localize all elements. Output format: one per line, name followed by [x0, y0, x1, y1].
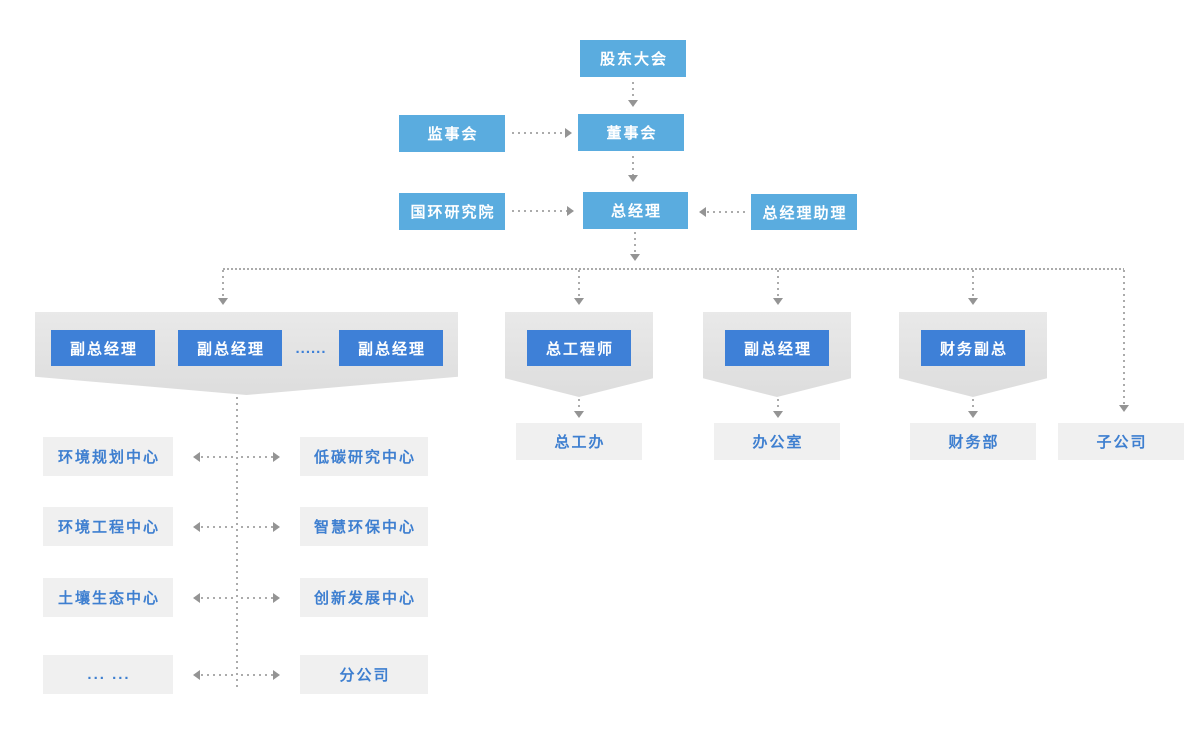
dropper-deputy-admin	[777, 270, 779, 299]
row4-left-connector	[201, 674, 233, 676]
connector-supervisory-board	[512, 132, 565, 134]
connector-gm-distribution	[634, 232, 636, 255]
row3-left-connector	[201, 597, 233, 599]
arrowhead-left-icon	[193, 522, 200, 532]
node-board-of-directors: 董事会	[578, 114, 684, 151]
node-general-manager: 总经理	[583, 192, 688, 229]
arrowhead-left-icon	[193, 452, 200, 462]
banner-chief-engineer: 总工程师	[505, 312, 653, 397]
row4-right-connector	[241, 674, 273, 676]
arrowhead-down-icon	[628, 100, 638, 107]
node-subsidiary: 子公司	[1058, 423, 1184, 460]
row2-left-connector	[201, 526, 233, 528]
node-dept-env-engineering: 环境工程中心	[43, 507, 173, 546]
arrowhead-down-icon	[218, 298, 228, 305]
node-shareholders-meeting: 股东大会	[580, 40, 686, 77]
dropper-subsidiary	[1123, 270, 1125, 406]
node-finance-dept: 财务部	[910, 423, 1036, 460]
dropper-chief-engineer	[578, 270, 580, 299]
deputy-ellipsis: ......	[295, 339, 327, 357]
arrowhead-right-icon	[565, 128, 572, 138]
row2-right-connector	[241, 526, 273, 528]
arrowhead-down-icon	[628, 175, 638, 182]
connector-assistant-gm	[707, 211, 748, 213]
node-deputy-gm-admin: 副总经理	[725, 330, 829, 366]
connector-deputy-office	[777, 399, 779, 412]
banner-finance-vp: 财务副总	[899, 312, 1047, 397]
arrowhead-left-icon	[193, 670, 200, 680]
node-finance-vp: 财务副总	[921, 330, 1025, 366]
arrowhead-down-icon	[574, 298, 584, 305]
node-dept-low-carbon: 低碳研究中心	[300, 437, 428, 476]
node-chief-engineer-office: 总工办	[516, 423, 642, 460]
node-dept-env-planning: 环境规划中心	[43, 437, 173, 476]
node-deputy-gm-1: 副总经理	[51, 330, 155, 366]
connector-shareholders-board	[632, 82, 634, 101]
arrowhead-down-icon	[773, 411, 783, 418]
connector-ce-office	[578, 399, 580, 412]
node-chief-engineer: 总工程师	[527, 330, 631, 366]
dropper-finance-vp	[972, 270, 974, 299]
arrowhead-down-icon	[630, 254, 640, 261]
node-dept-soil-ecology: 土壤生态中心	[43, 578, 173, 617]
dropper-deputy-group	[222, 270, 224, 299]
arrowhead-right-icon	[273, 522, 280, 532]
node-deputy-gm-3: 副总经理	[339, 330, 443, 366]
arrowhead-down-icon	[773, 298, 783, 305]
arrowhead-down-icon	[968, 298, 978, 305]
arrowhead-left-icon	[193, 593, 200, 603]
distribution-line	[223, 268, 1124, 270]
node-supervisory-board: 监事会	[399, 115, 505, 152]
row1-left-connector	[201, 456, 233, 458]
banner-deputy-admin: 副总经理	[703, 312, 851, 397]
arrowhead-down-icon	[968, 411, 978, 418]
arrowhead-right-icon	[273, 593, 280, 603]
connector-fvp-finance	[972, 399, 974, 412]
arrowhead-right-icon	[273, 670, 280, 680]
node-gm-assistant: 总经理助理	[751, 194, 857, 230]
node-admin-office: 办公室	[714, 423, 840, 460]
row1-right-connector	[241, 456, 273, 458]
connector-institute-gm	[512, 210, 567, 212]
node-dept-smart-env: 智慧环保中心	[300, 507, 428, 546]
banner-deputy-group: 副总经理 副总经理 ...... 副总经理	[35, 312, 458, 395]
row3-right-connector	[241, 597, 273, 599]
arrowhead-right-icon	[273, 452, 280, 462]
node-dept-branch-company: 分公司	[300, 655, 428, 694]
arrowhead-down-icon	[1119, 405, 1129, 412]
deputy-group-spine	[236, 397, 238, 689]
arrowhead-right-icon	[567, 206, 574, 216]
connector-board-gm	[632, 156, 634, 176]
arrowhead-down-icon	[574, 411, 584, 418]
node-dept-more-ellipsis: ... ...	[43, 655, 173, 694]
node-dept-innovation: 创新发展中心	[300, 578, 428, 617]
node-deputy-gm-2: 副总经理	[178, 330, 282, 366]
arrowhead-left-icon	[699, 207, 706, 217]
node-research-institute: 国环研究院	[399, 193, 505, 230]
